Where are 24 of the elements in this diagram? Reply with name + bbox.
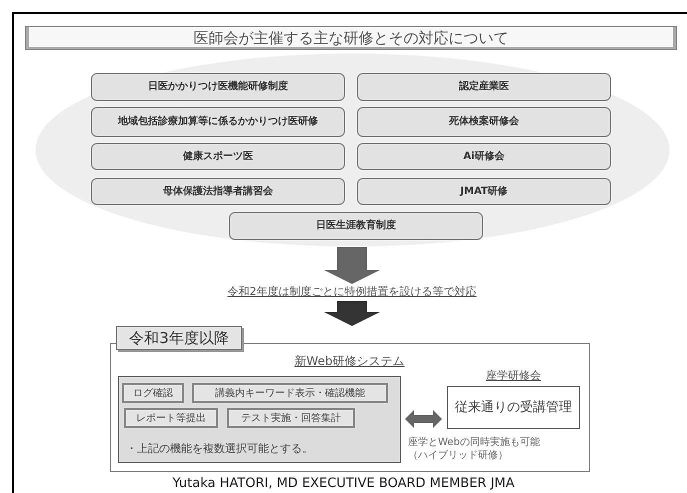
feature-box: 講義内キーワード表示・確認機能 — [192, 383, 388, 403]
section-heading: 新Web研修システム — [294, 353, 405, 370]
block-arrow — [324, 301, 380, 326]
program-label: 地域包括診療加算等に係るかかりつけ医研修 — [118, 116, 318, 128]
program-label: JMAT研修 — [460, 186, 508, 198]
program-label: 認定産業医 — [459, 81, 509, 93]
tab-heading: 令和3年度以降 — [116, 326, 242, 350]
feature-box: レポート等提出 — [124, 408, 218, 428]
feature-box: ログ確認 — [122, 383, 184, 403]
block-arrow — [405, 410, 442, 428]
program-label: 死体検案研修会 — [449, 116, 519, 128]
block-arrow — [324, 247, 380, 284]
management-box: 従来通りの受講管理 — [447, 386, 580, 429]
program-label: Ai研修会 — [463, 150, 505, 162]
feature-box: テスト実施・回答集計 — [227, 408, 355, 428]
section-heading: 座学研修会 — [486, 368, 541, 384]
note-text: 令和2年度は制度ごとに特例措置を設ける等で対応 — [228, 284, 476, 300]
credit-text: Yutaka HATORI, MD EXECUTIVE BOARD MEMBER JMA — [172, 475, 515, 493]
program-label: 健康スポーツ医 — [183, 150, 253, 162]
program-label: 日医かかりつけ医機能研修制度 — [148, 81, 288, 93]
note-text: ・上記の機能を複数選択可能とする。 — [126, 442, 313, 455]
program-label: 母体保護法指導者講習会 — [163, 186, 273, 198]
title-bar: 医師会が主催する主な研修とその対応について — [25, 26, 677, 50]
program-label: 日医生涯教育制度 — [316, 220, 396, 232]
